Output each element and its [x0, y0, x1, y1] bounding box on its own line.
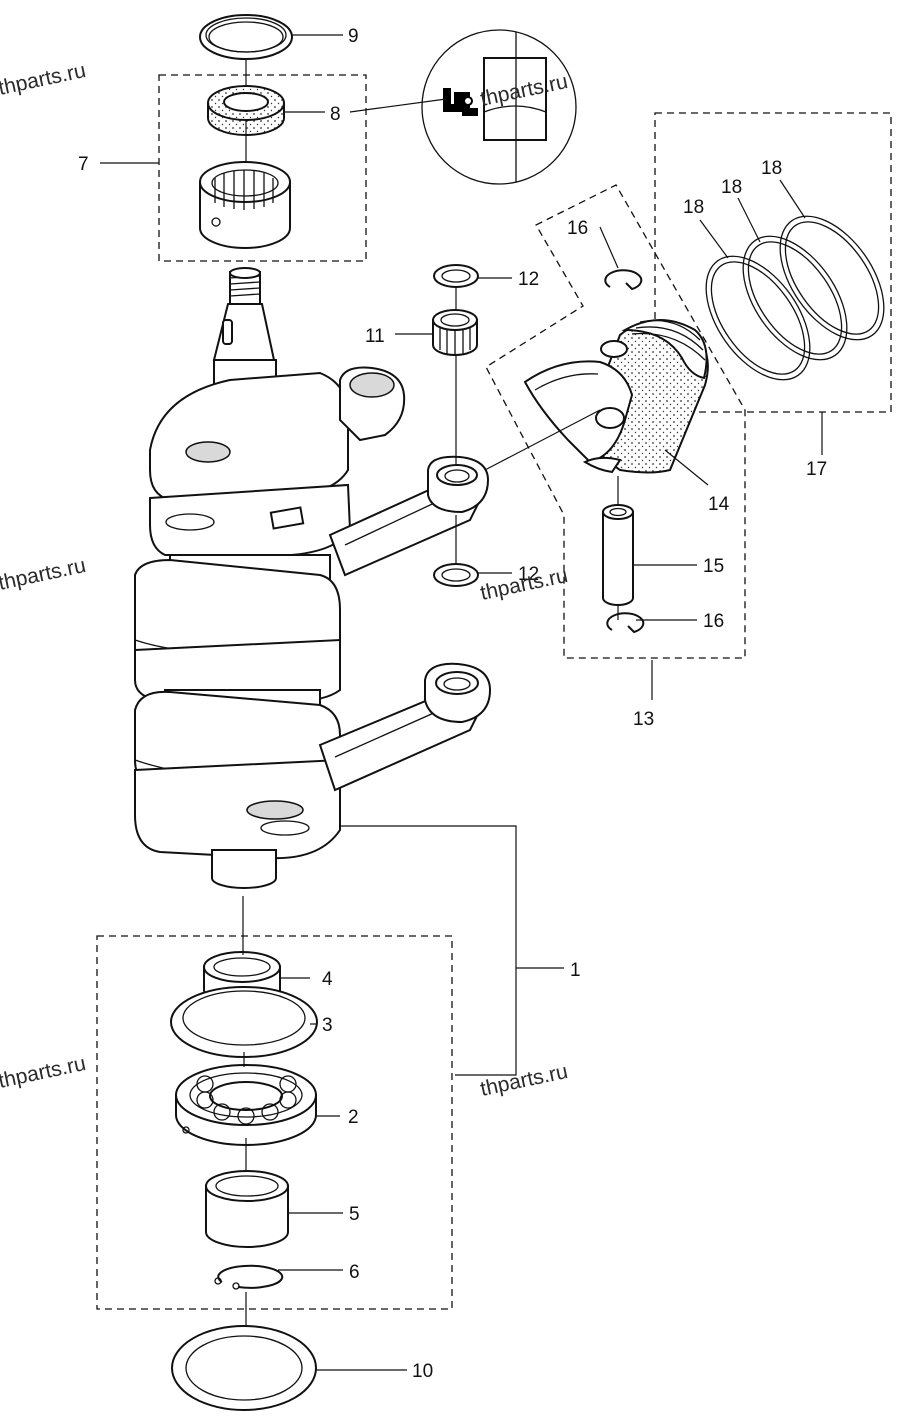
part-18-piston-rings [705, 215, 885, 381]
leader-lines [100, 34, 823, 1371]
callout-13: 13 [633, 709, 654, 730]
callout-5: 5 [349, 1204, 360, 1225]
callout-18-right: 18 [761, 158, 782, 179]
callout-8: 8 [330, 104, 341, 125]
part-3-flange-ring [170, 986, 318, 1058]
group-box-17 [654, 112, 892, 413]
callout-2: 2 [348, 1107, 359, 1128]
group-box-13 [485, 184, 746, 659]
part-9-washer [199, 14, 293, 60]
callout-16-lower: 16 [703, 611, 724, 632]
watermark-top-left: thparts.ru [0, 59, 88, 100]
part-5-sleeve [205, 1170, 289, 1248]
part-12-washer-lower [433, 563, 479, 587]
part-7-bearing-sleeve [199, 161, 291, 249]
part-10-thrust-ring [171, 1325, 317, 1411]
detail-circle-sealant [421, 29, 577, 185]
callout-16-upper: 16 [567, 218, 588, 239]
part-11-needle-bearing [432, 309, 478, 356]
part-8-oil-seal [207, 85, 285, 136]
connecting-rod-lower [318, 662, 492, 792]
callout-1: 1 [570, 960, 581, 981]
callout-7: 7 [78, 154, 89, 175]
sealant-icon [443, 88, 478, 116]
callout-9: 9 [348, 26, 359, 47]
watermark-mid-left: thparts.ru [0, 554, 88, 595]
callout-12-upper: 12 [518, 269, 539, 290]
callout-14: 14 [708, 494, 730, 515]
callout-18-left: 18 [683, 197, 704, 218]
assembly-axis-lines [242, 60, 619, 1326]
callout-18-middle: 18 [721, 177, 742, 198]
part-2-ball-bearing [175, 1064, 317, 1146]
watermark-bottom-left: thparts.ru [0, 1052, 88, 1093]
callout-10: 10 [412, 1361, 433, 1382]
part-1-crankshaft [134, 267, 352, 889]
part-16-circlip-upper [604, 269, 643, 291]
callout-15: 15 [703, 556, 724, 577]
callout-3: 3 [322, 1015, 333, 1036]
part-16-circlip-lower [606, 612, 645, 634]
part-15-piston-pin [602, 504, 634, 606]
watermark-bottom-center: thparts.ru [478, 1060, 570, 1101]
connecting-rod-upper [328, 366, 490, 577]
part-12-washer-upper [433, 264, 479, 288]
callout-6: 6 [349, 1262, 360, 1283]
callout-11: 11 [365, 326, 385, 347]
group-box-7 [158, 74, 367, 262]
callout-17: 17 [806, 459, 827, 480]
callout-12-lower: 12 [518, 564, 539, 585]
callout-4: 4 [322, 969, 333, 990]
part-14-piston [523, 319, 709, 474]
group-box-bottom-bearing [96, 935, 453, 1310]
part-6-circlip [214, 1264, 284, 1290]
